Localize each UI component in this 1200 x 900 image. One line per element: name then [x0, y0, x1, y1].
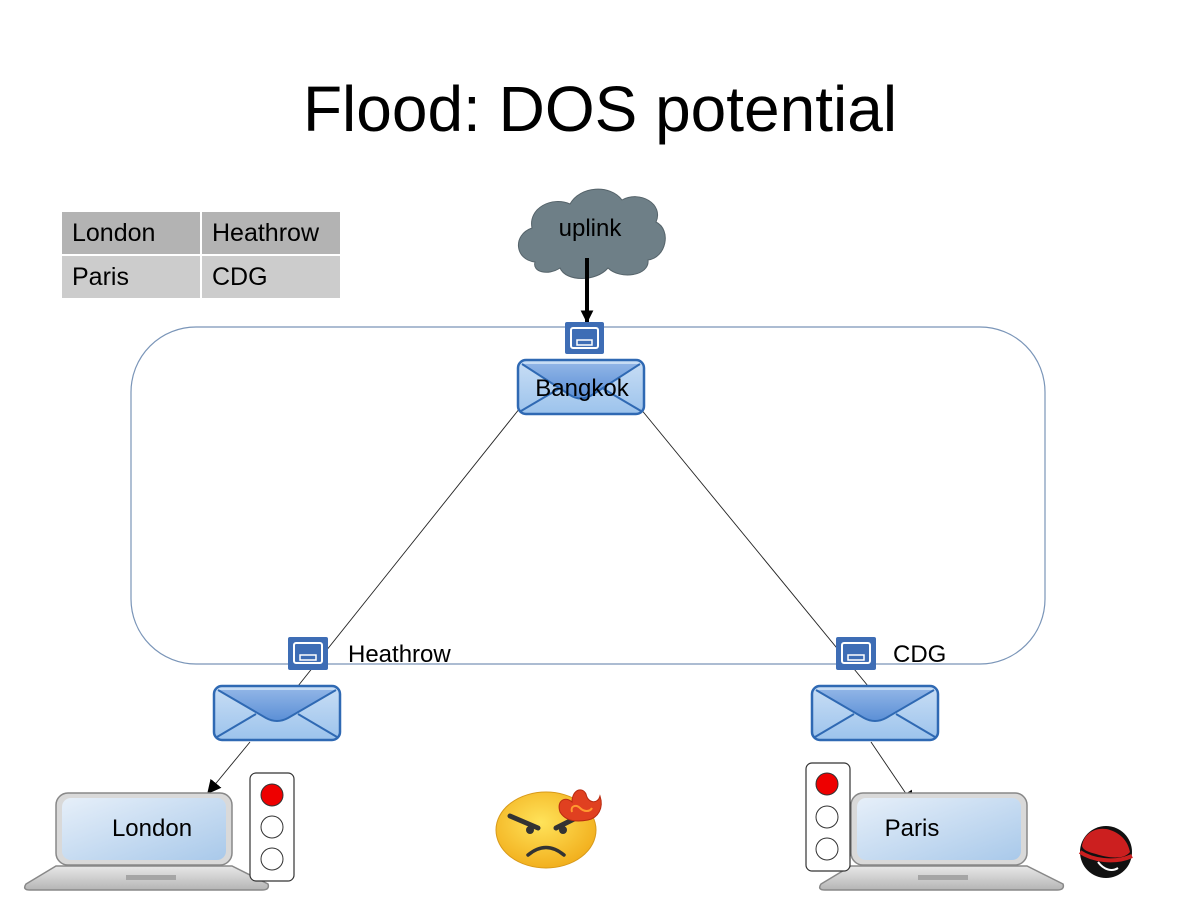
heathrow-port-icon [288, 637, 328, 670]
bangkok-router-icon: Bangkok [516, 358, 646, 416]
cdg-router-icon [810, 684, 940, 742]
paris-laptop-icon: Paris [818, 792, 1065, 891]
mapping-table: London Heathrow Paris CDG [60, 210, 342, 300]
light-red [260, 783, 284, 807]
bangkok-port-icon [565, 322, 604, 354]
table-cell: CDG [200, 254, 342, 300]
table-cell: London [60, 210, 202, 256]
london-traffic-light [249, 772, 295, 882]
light-off [815, 837, 839, 861]
london-label: London [112, 815, 192, 842]
link-bangkok-heathrow [297, 407, 521, 687]
light-red [815, 772, 839, 796]
angry-face-icon [495, 789, 602, 869]
heathrow-label: Heathrow [348, 641, 451, 668]
redhat-logo-icon [1078, 826, 1133, 878]
london-laptop-icon: London [23, 792, 270, 891]
light-off [260, 847, 284, 871]
table-cell: Paris [60, 254, 202, 300]
cdg-port-icon [836, 637, 876, 670]
table-row: Paris CDG [60, 254, 342, 300]
uplink-label: uplink [559, 215, 623, 242]
heathrow-router-icon [212, 684, 342, 742]
light-off [260, 815, 284, 839]
slide-title: Flood: DOS potential [302, 73, 898, 145]
table-row: London Heathrow [60, 210, 342, 256]
paris-traffic-light [805, 762, 851, 872]
uplink-cloud: uplink [517, 188, 666, 279]
bangkok-label: Bangkok [535, 375, 629, 402]
table-cell: Heathrow [200, 210, 342, 256]
link-heathrow-london [207, 741, 251, 795]
light-off [815, 805, 839, 829]
cdg-label: CDG [893, 641, 946, 668]
link-bangkok-cdg [639, 407, 869, 687]
paris-label: Paris [885, 815, 940, 842]
